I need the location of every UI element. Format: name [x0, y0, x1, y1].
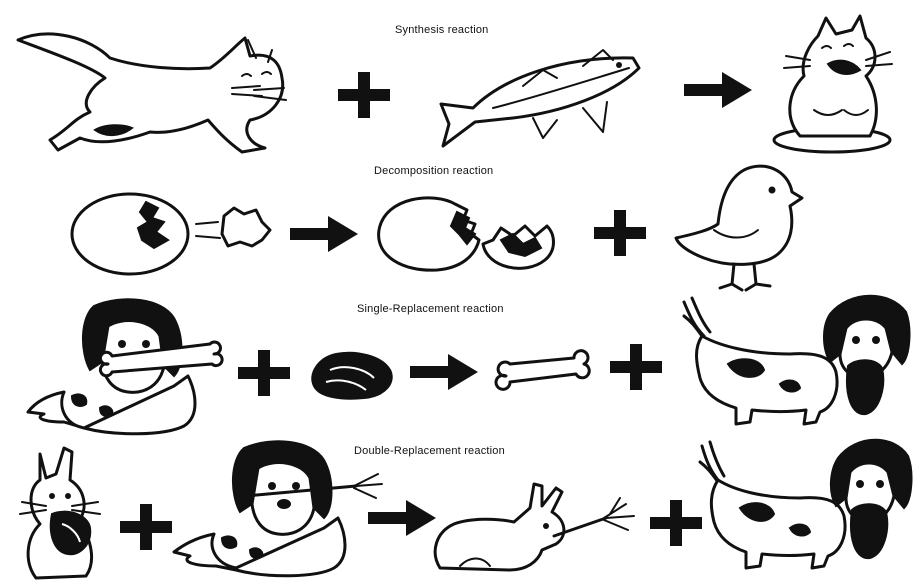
rabbit-with-meat-icon: [6, 444, 116, 580]
bone-icon: [494, 348, 590, 388]
arrow-icon: [290, 216, 358, 252]
dog-with-bone-icon: [24, 296, 220, 442]
arrow-icon: [684, 72, 752, 108]
cracking-egg-icon: [68, 188, 274, 280]
plus-icon: [238, 350, 290, 396]
rabbit-with-carrot-icon: [430, 478, 644, 576]
synthesis-title: Synthesis reaction: [395, 24, 488, 36]
arrow-icon: [410, 354, 478, 390]
meat-icon: [304, 346, 396, 404]
dog-with-meat-icon: [690, 436, 916, 576]
fish-icon: [433, 38, 645, 150]
plus-icon: [610, 344, 662, 390]
plus-icon: [594, 210, 646, 256]
leaping-cat-icon: [10, 28, 300, 158]
cat-eating-fish-icon: [770, 14, 900, 156]
single-replacement-title: Single-Replacement reaction: [357, 303, 504, 315]
dog-with-meat-icon: [680, 292, 914, 430]
decomposition-title: Decomposition reaction: [374, 165, 493, 177]
plus-icon: [338, 72, 390, 118]
broken-egg-icon: [375, 190, 565, 280]
arrow-icon: [368, 500, 436, 536]
dog-with-carrot-icon: [156, 436, 386, 580]
chick-icon: [674, 160, 806, 296]
